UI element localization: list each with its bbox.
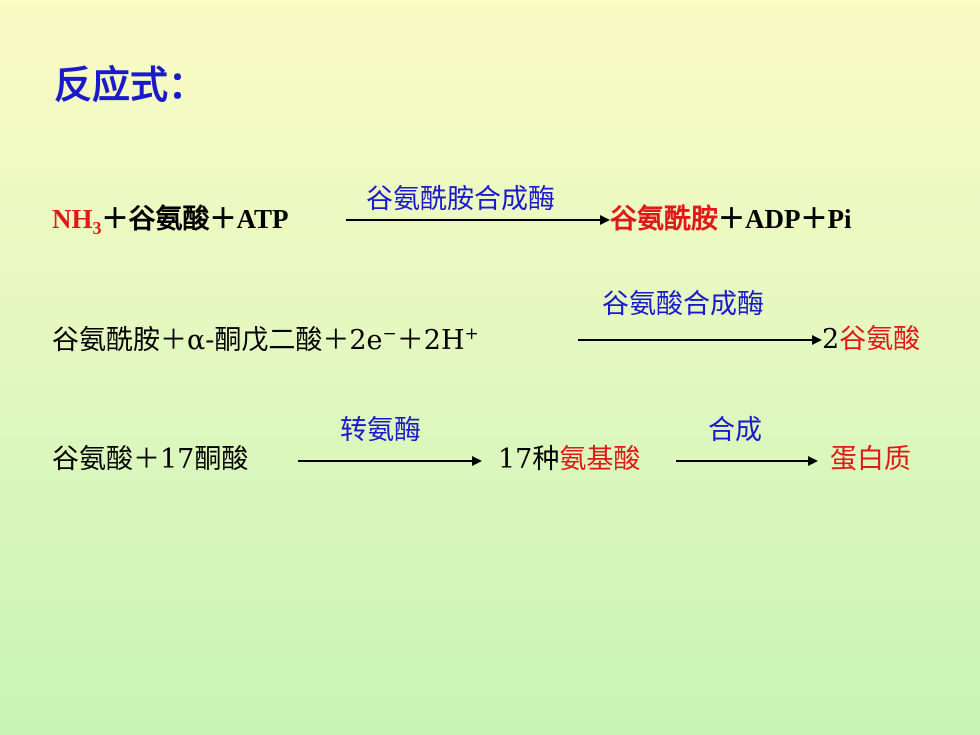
eq1-products: 谷氨酰胺＋ADP＋Pi [610, 206, 851, 233]
eq1-reactants: NH3＋谷氨酸＋ATP [52, 204, 289, 238]
eq3-arrow-2 [676, 456, 818, 466]
eq2-arrow [578, 335, 822, 345]
slide-title: 反应式： [54, 63, 207, 107]
eq2-reactants: 谷氨酰胺＋α-酮戊二酸＋2e−＋2H+ [52, 324, 479, 356]
eq3-arrow-1 [298, 456, 482, 466]
eq2-products: 2谷氨酸 [822, 326, 920, 353]
eq3-enzyme-transaminase: 转氨酶 [340, 415, 421, 446]
eq2-coefficient: 2 [822, 324, 840, 355]
eq3-reactants: 谷氨酸＋17酮酸 [52, 444, 249, 475]
eq3-enzyme-synthesis: 合成 [708, 415, 762, 446]
eq1-products-rest: ＋ADP＋Pi [718, 204, 852, 234]
eq1-reactants-rest: ＋谷氨酸＋ATP [101, 204, 289, 234]
eq3-middle: 17种氨基酸 [498, 444, 641, 475]
eq2-enzyme: 谷氨酸合成酶 [602, 289, 764, 320]
eq2-product-glutamate: 谷氨酸 [839, 324, 921, 355]
eq1-arrow [346, 215, 610, 225]
eq1-enzyme: 谷氨酰胺合成酶 [366, 184, 555, 215]
eq3-product-protein: 蛋白质 [830, 444, 911, 475]
eq3-amino-acids: 氨基酸 [559, 444, 641, 475]
eq1-nh3: NH3 [52, 204, 102, 238]
eq1-product-glutamine: 谷氨酰胺 [610, 204, 718, 234]
